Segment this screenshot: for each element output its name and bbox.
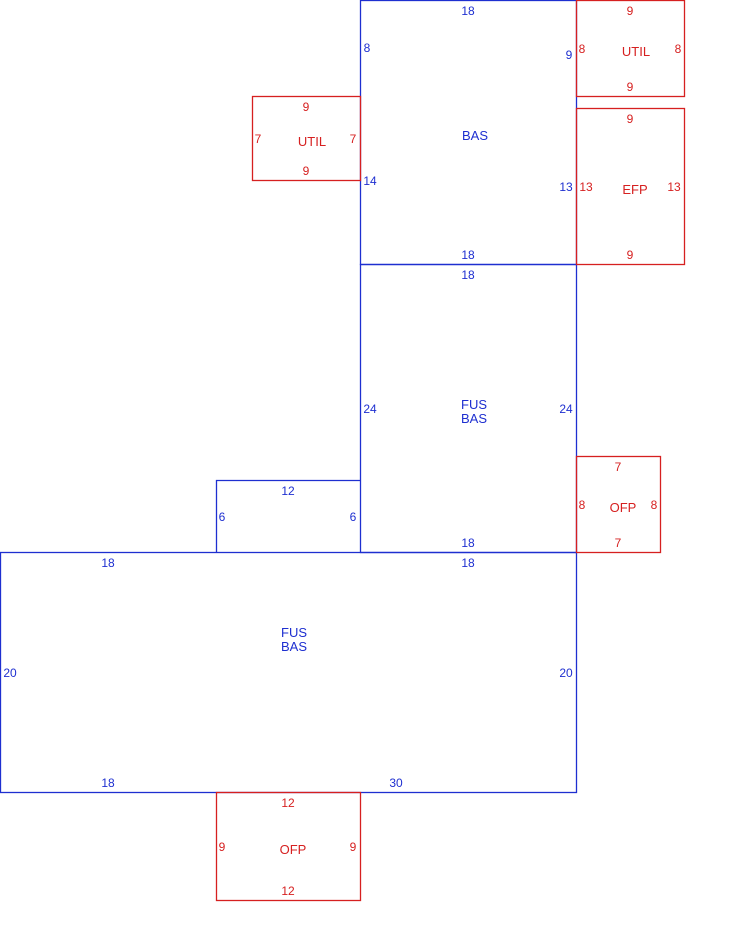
bas-label: BAS [462, 128, 488, 143]
util-right-dim-right: 8 [675, 42, 682, 56]
util-right-dim-left: 8 [579, 42, 586, 56]
bas-dim-top: 18 [461, 4, 475, 18]
ofp-bottom-label: OFP [280, 842, 307, 857]
bas-area: BAS 18 18 8 14 9 13 [359, 0, 578, 266]
fus-bas-lower-dim-top-right: 18 [461, 556, 475, 570]
util-right-dim-top: 9 [627, 4, 634, 18]
fus-bas-middle-dim-bottom: 18 [461, 536, 475, 550]
ofp-right-outline [575, 455, 662, 554]
fus-bas-lower-dim-bottom-right: 30 [389, 776, 403, 790]
ofp-bottom-dim-top: 12 [281, 796, 295, 810]
fus-bas-middle-label-1: FUS [461, 397, 487, 412]
step-dim-right: 6 [350, 510, 357, 524]
fus-bas-middle-label-2: BAS [461, 411, 487, 426]
util-left-dim-left: 7 [255, 132, 262, 146]
bas-dim-bottom: 18 [461, 248, 475, 262]
ofp-bottom-dim-bottom: 12 [281, 884, 295, 898]
util-left-dim-top: 9 [303, 100, 310, 114]
fus-bas-lower-dim-left: 20 [3, 666, 17, 680]
fus-bas-middle-dim-right: 24 [559, 402, 573, 416]
ofp-right-area: OFP 7 7 8 8 [575, 455, 662, 554]
ofp-bottom-outline [215, 791, 362, 902]
efp-dim-bottom: 9 [627, 248, 634, 262]
bas-dim-right-upper: 9 [566, 48, 573, 62]
ofp-bottom-dim-right: 9 [350, 840, 357, 854]
efp-dim-top: 9 [627, 112, 634, 126]
efp-dim-right: 13 [667, 180, 681, 194]
ofp-right-dim-left: 8 [579, 498, 586, 512]
ofp-bottom-dim-left: 9 [219, 840, 226, 854]
step-dim-left: 6 [219, 510, 226, 524]
util-right-outline [575, 0, 686, 98]
fus-bas-lower-outline [0, 551, 578, 794]
util-left-dim-right: 7 [350, 132, 357, 146]
fus-bas-middle-area: FUS BAS 18 18 24 24 [359, 263, 578, 554]
fus-bas-middle-dim-top: 18 [461, 268, 475, 282]
fus-bas-lower-label-1: FUS [281, 625, 307, 640]
util-left-label: UTIL [298, 134, 326, 149]
ofp-right-dim-top: 7 [615, 460, 622, 474]
util-right-area: UTIL 9 9 8 8 [575, 0, 686, 98]
ofp-bottom-area: OFP 12 12 9 9 [215, 791, 362, 902]
fus-bas-lower-dim-top-left: 18 [101, 556, 115, 570]
bas-dim-left-lower: 14 [363, 174, 377, 188]
util-right-dim-bottom: 9 [627, 80, 634, 94]
bas-dim-right-lower: 13 [559, 180, 573, 194]
ofp-right-dim-right: 8 [651, 498, 658, 512]
step-outline [215, 479, 361, 553]
fus-bas-lower-label-2: BAS [281, 639, 307, 654]
util-left-outline [251, 95, 362, 182]
fus-bas-middle-dim-left: 24 [363, 402, 377, 416]
ofp-right-dim-bottom: 7 [615, 536, 622, 550]
efp-area: EFP 9 9 13 13 [575, 107, 686, 266]
step-dim-top: 12 [281, 484, 295, 498]
fus-bas-lower-dim-right: 20 [559, 666, 573, 680]
efp-dim-left: 13 [579, 180, 593, 194]
efp-outline [575, 107, 686, 266]
util-right-label: UTIL [622, 44, 650, 59]
ofp-right-label: OFP [610, 500, 637, 515]
step-area: 12 6 6 [215, 479, 361, 553]
bas-dim-left-upper: 8 [364, 41, 371, 55]
fus-bas-lower-area: FUS BAS 18 18 20 20 18 30 [0, 551, 578, 794]
fus-bas-lower-dim-bottom-left: 18 [101, 776, 115, 790]
efp-label: EFP [622, 182, 647, 197]
util-left-area: UTIL 9 9 7 7 [251, 95, 362, 182]
util-left-dim-bottom: 9 [303, 164, 310, 178]
